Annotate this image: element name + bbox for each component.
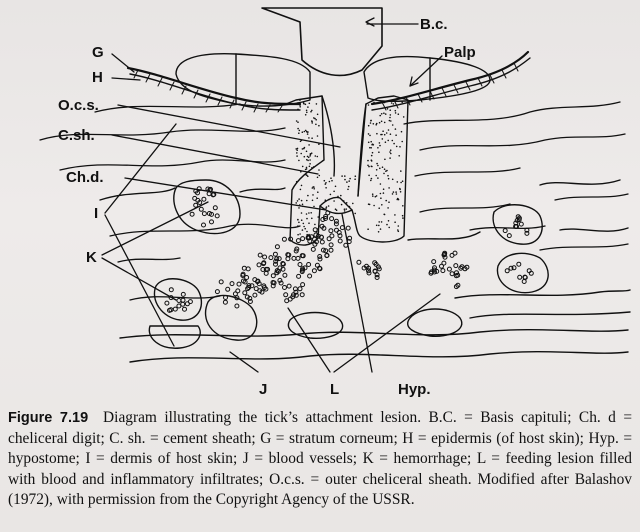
caption-text: Diagram illustrating the tick’s attachme…	[8, 409, 632, 508]
label-g: G	[92, 44, 104, 61]
caption-figure-number: Figure 7.19	[8, 410, 89, 426]
cement-sheath	[285, 95, 409, 246]
leader-lines	[101, 17, 443, 373]
label-ocs: O.c.s.	[58, 97, 99, 114]
label-i: I	[94, 205, 98, 222]
label-k: K	[86, 249, 97, 266]
label-hyp: Hyp.	[398, 381, 431, 398]
cement-stipple	[295, 99, 405, 236]
label-basis-capituli: B.c.	[420, 16, 448, 33]
label-chd: Ch.d.	[66, 169, 104, 186]
label-h: H	[92, 69, 103, 86]
label-j: J	[259, 381, 267, 398]
lower-tissue-bands	[119, 289, 631, 363]
tick-mouthparts	[175, 7, 491, 107]
label-palp: Palp	[444, 44, 476, 61]
tick-attachment-diagram: B.c. Palp G H O.c.s. C.sh. Ch.d. I K J L…	[39, 7, 631, 398]
figure-caption: Figure 7.19 Diagram illustrating the tic…	[8, 408, 632, 511]
right-tissue-curves	[407, 179, 629, 241]
label-csh: C.sh.	[58, 127, 95, 144]
skin-surface	[126, 50, 531, 113]
tissue-blobs	[148, 179, 549, 349]
label-l: L	[330, 381, 339, 398]
blood-cells	[164, 186, 534, 313]
